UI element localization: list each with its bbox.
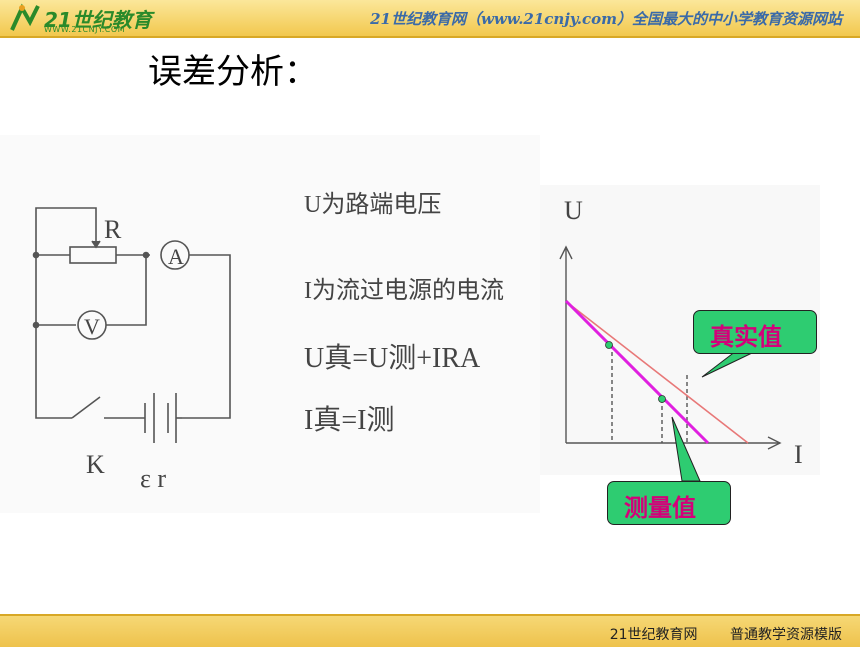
measured-value-callout: 测量值 bbox=[607, 481, 731, 525]
footer-bar: 21世纪教育网 普通教学资源模版 bbox=[0, 614, 860, 647]
logo-text: 21世纪教育 bbox=[44, 8, 152, 32]
footer-site-name: 21世纪教育网 bbox=[609, 627, 698, 643]
switch-label: K bbox=[86, 450, 105, 479]
header-bar: 21世纪教育 WWW.21CNJY.COM 21世纪教育网（www.21cnjy… bbox=[0, 0, 860, 38]
logo-subtext: WWW.21CNJY.COM bbox=[44, 25, 126, 34]
measured-value-label: 测量值 bbox=[624, 494, 696, 522]
ammeter-label: A bbox=[168, 244, 184, 269]
circuit-diagram: R A V K ε r bbox=[32, 207, 231, 493]
emf-label: ε r bbox=[140, 464, 166, 493]
footer-text: 21世纪教育网 普通教学资源模版 bbox=[582, 624, 842, 644]
voltmeter-label: V bbox=[84, 314, 100, 339]
switch bbox=[71, 396, 101, 419]
circuit-figure-background bbox=[0, 135, 540, 513]
measured-point-2 bbox=[658, 395, 666, 403]
equation-current: I真=I测 bbox=[304, 405, 395, 436]
site-title: 21世纪教育网（www.21cnjy.com）全国最大的中小学教育资源网站 bbox=[370, 10, 842, 28]
resistor-label: R bbox=[104, 215, 122, 244]
logo-icon bbox=[10, 3, 40, 31]
x-axis-label: I bbox=[794, 440, 803, 469]
measured-point-1 bbox=[605, 341, 613, 349]
slide-heading: 误差分析： bbox=[148, 52, 318, 92]
footer-template-name: 普通教学资源模版 bbox=[730, 627, 842, 643]
note-source-current: I为流过电源的电流 bbox=[304, 278, 504, 304]
note-terminal-voltage: U为路端电压 bbox=[304, 192, 442, 218]
true-value-label: 真实值 bbox=[710, 323, 782, 351]
rheostat bbox=[69, 246, 117, 264]
true-value-line bbox=[567, 302, 749, 444]
true-value-callout: 真实值 bbox=[693, 310, 817, 354]
measured-value-line bbox=[564, 299, 710, 445]
equation-voltage: U真=U测+IRA bbox=[304, 343, 481, 374]
y-axis-label: U bbox=[564, 196, 583, 225]
